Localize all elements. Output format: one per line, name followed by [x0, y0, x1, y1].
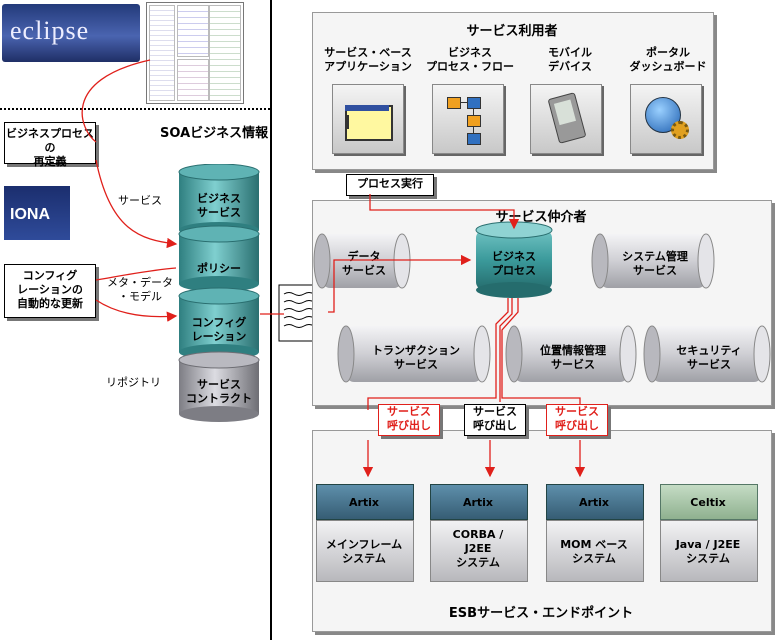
repository-stack: ビジネス サービス ポリシー コンフィグ レーション サービス コントラクト [178, 164, 260, 424]
stack-label-configuration: コンフィグ レーション [191, 316, 247, 343]
eclipse-logo-text: eclipse [10, 16, 90, 45]
endpoint-bottom-label: CORBA / J2EE システム [452, 528, 504, 569]
repository-stack-svg [178, 164, 260, 422]
pda-icon [530, 84, 602, 154]
endpoint-top-label: Artix [578, 496, 610, 509]
endpoint-mom: Artix MOM ベース システム [546, 484, 644, 588]
soa-title: SOAビジネス情報 [160, 126, 269, 141]
endpoint-top-label: Celtix [690, 496, 726, 509]
broker-label-loc: 位置情報管理 サービス [540, 344, 606, 371]
broker-label-bp: ビジネス プロセス [492, 250, 536, 277]
eclipse-screenshot [146, 2, 244, 104]
broker-label-data: データ サービス [342, 250, 386, 277]
consumer-label-portal: ポータル ダッシュボード [629, 46, 707, 73]
iona-logo-text: IONA [10, 206, 50, 223]
endpoint-bottom-label: Java / J2EE システム [675, 538, 741, 565]
eclipse-logo: eclipse [2, 4, 140, 62]
endpoint-corba: Artix CORBA / J2EE システム [430, 484, 528, 588]
process-exec-label: プロセス実行 [346, 174, 434, 196]
cyl-security [643, 325, 771, 383]
endpoint-top-label: Artix [462, 496, 494, 509]
vertical-divider [270, 0, 272, 640]
broker-label-sec: セキュリティ サービス [676, 344, 742, 371]
endpoint-top-label: Artix [348, 496, 380, 509]
application-window-icon [332, 84, 404, 154]
consumers-title: サービス利用者 [466, 24, 558, 39]
label-repository: リポジトリ [106, 376, 161, 389]
cyl-system-management [591, 233, 715, 289]
process-flow-icon [432, 84, 504, 154]
service-call-label-2: サービス 呼び出し [464, 404, 526, 436]
broker-label-tx: トランザクション サービス [372, 344, 460, 371]
redefine-process-box: ビジネスプロセスの 再定義 [4, 122, 96, 168]
endpoints-title: ESBサービス・エンドポイント [448, 606, 634, 621]
endpoint-bottom-label: メインフレーム システム [325, 538, 403, 565]
endpoint-mainframe: Artix メインフレーム システム [316, 484, 414, 588]
service-call-label-3: サービス 呼び出し [546, 404, 608, 436]
consumer-label-flow: ビジネス プロセス・フロー [426, 46, 514, 73]
consumer-label-mobile: モバイル デバイス [548, 46, 592, 73]
broker-label-sysmgmt: システム管理 サービス [622, 250, 688, 277]
endpoint-java: Celtix Java / J2EE システム [660, 484, 758, 588]
auto-update-box: コンフィグ レーションの 自動的な更新 [4, 264, 96, 318]
consumer-label-app: サービス・ベース アプリケーション [324, 46, 412, 73]
stack-label-policy: ポリシー [197, 262, 241, 275]
iona-logo: IONA [4, 186, 70, 240]
stack-label-contract: サービス コントラクト [186, 378, 252, 405]
globe-gear-icon [630, 84, 702, 154]
stack-cyl-4 [178, 351, 260, 422]
stack-label-business-service: ビジネス サービス [197, 192, 241, 219]
service-call-label-1: サービス 呼び出し [378, 404, 440, 436]
endpoint-bottom-label: MOM ベース システム [560, 538, 628, 565]
stack-cyl-2 [178, 225, 260, 292]
